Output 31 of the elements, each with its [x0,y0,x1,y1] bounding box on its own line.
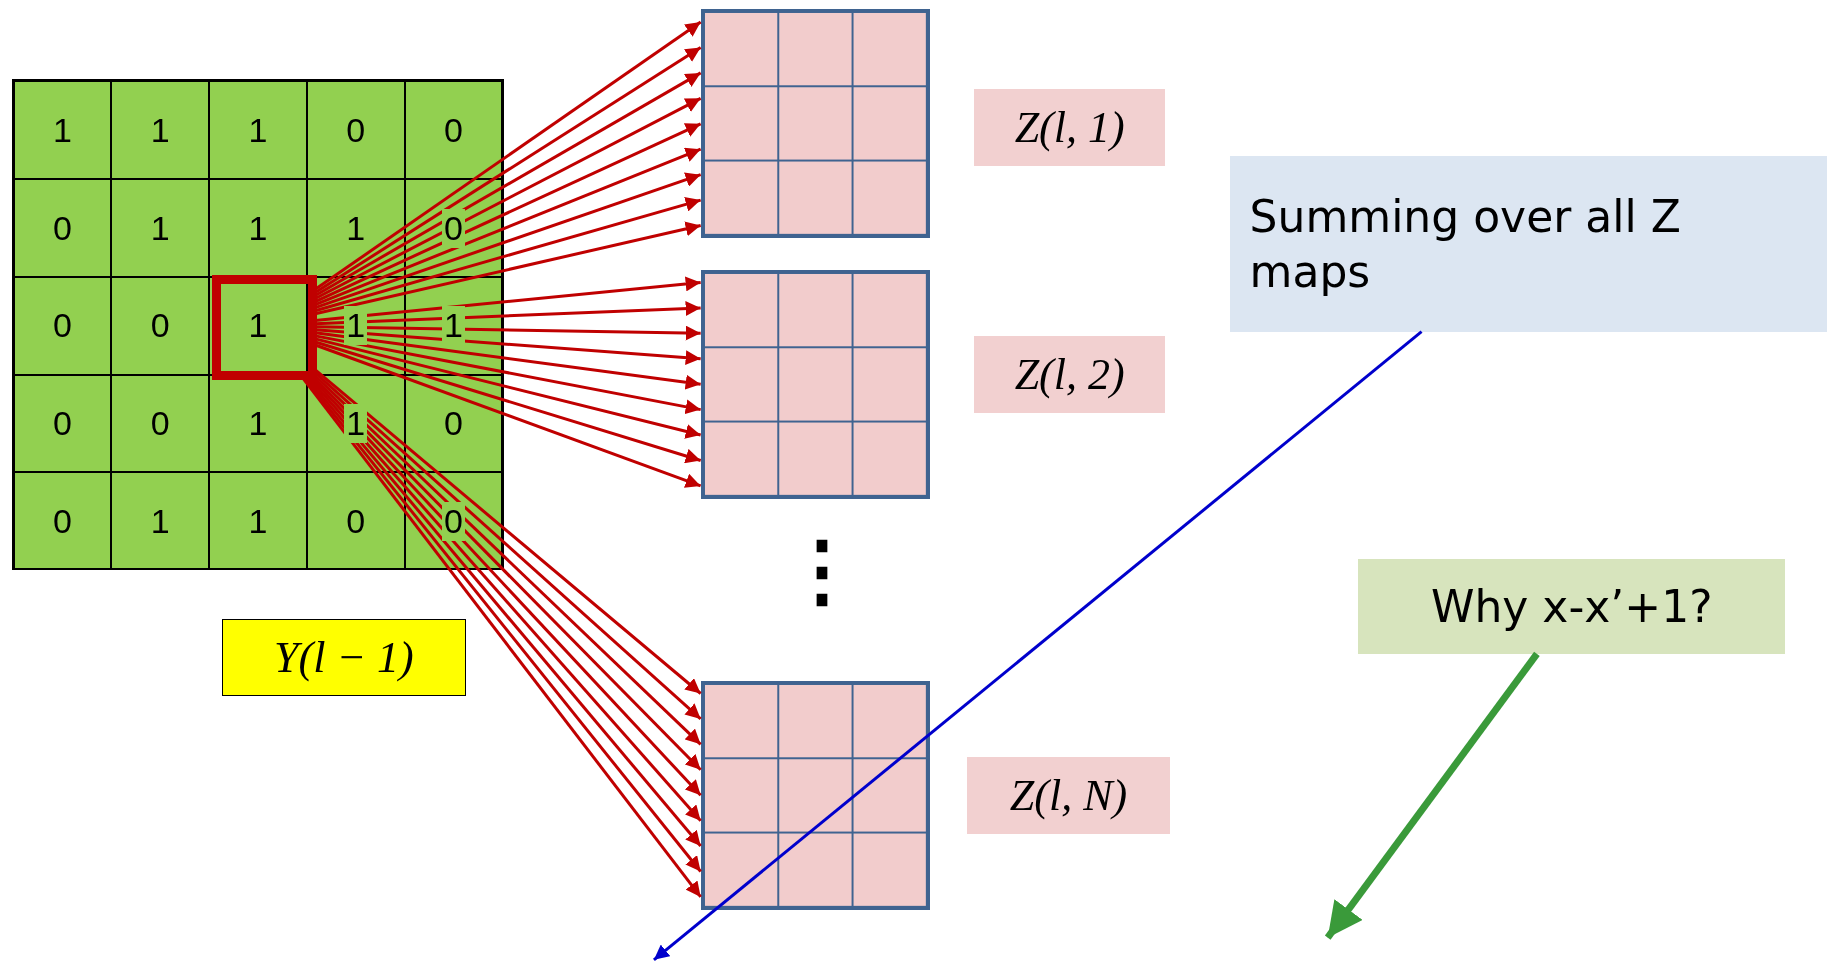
matrix-value: 0 [442,501,465,541]
arrow [315,328,701,366]
map-label: Z(l, 2) [973,336,1166,414]
arrow [314,221,701,316]
arrow [314,340,702,464]
arrow [314,172,702,310]
feature-map-grid [700,269,930,499]
arrow [315,334,701,415]
matrix-value: 1 [344,404,368,444]
arrow [1324,651,1540,940]
matrix-value: 1 [344,306,368,346]
arrow [314,343,702,488]
arrow [314,197,702,313]
matrix-label: Y(l − 1) [221,618,466,696]
arrow [315,331,701,390]
note-box: Summing over all Z maps [1229,156,1828,332]
vertical-ellipsis: ⋮ [782,531,841,612]
arrow [314,337,701,439]
arrow [315,301,701,326]
arrow [314,147,702,306]
feature-map-grid [700,680,930,910]
highlight-square [212,275,318,381]
feature-map-grid [700,9,930,239]
map-label: Z(l, 1) [973,88,1166,166]
note-box: Why x-x’+1? [1358,559,1786,654]
arrow [315,276,701,323]
arrow [315,325,701,341]
map-label: Z(l, N) [966,756,1171,834]
arrow [653,330,1423,962]
matrix-value: 0 [442,208,465,248]
matrix-value: 1 [442,306,465,346]
